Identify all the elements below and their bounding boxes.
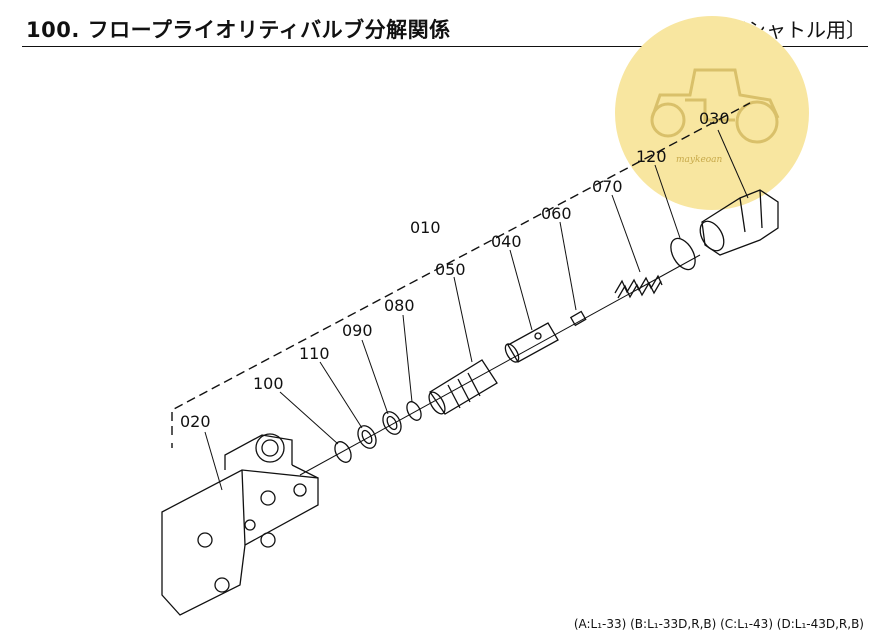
part-label-030: 030 bbox=[699, 109, 730, 128]
part-060-plug bbox=[569, 310, 587, 327]
assembly-bracket bbox=[171, 102, 751, 448]
part-label-110: 110 bbox=[299, 344, 330, 363]
part-label-120: 120 bbox=[636, 147, 667, 166]
leader-110 bbox=[319, 361, 363, 429]
part-label-040: 040 bbox=[491, 232, 522, 251]
part-100-o-ring bbox=[334, 441, 352, 463]
part-label-010: 010 bbox=[410, 218, 441, 237]
leader-020 bbox=[204, 431, 223, 491]
part-label-060: 060 bbox=[541, 204, 572, 223]
page-title: 100. フロープライオリティバルブ分解関係 bbox=[26, 18, 451, 42]
part-050-sleeve bbox=[428, 359, 498, 415]
part-label-090: 090 bbox=[342, 321, 373, 340]
header-divider bbox=[22, 46, 868, 47]
leader-080 bbox=[402, 314, 413, 403]
leader-120 bbox=[654, 164, 681, 239]
applicability-note: (A:L₁-33) (B:L₁-33D,R,B) (C:L₁-43) (D:L₁… bbox=[573, 617, 864, 631]
part-080-o-ring bbox=[406, 401, 422, 421]
leader-040 bbox=[509, 249, 533, 331]
watermark-logo: maykeoan bbox=[615, 16, 809, 210]
part-label-100: 100 bbox=[253, 374, 284, 393]
watermark-text: maykeoan bbox=[676, 155, 723, 165]
part-090-backup-ring bbox=[382, 411, 402, 435]
part-label-020: 020 bbox=[180, 412, 211, 431]
leader-070 bbox=[611, 194, 641, 273]
part-label-070: 070 bbox=[592, 177, 623, 196]
part-label-080: 080 bbox=[384, 296, 415, 315]
part-120-o-ring bbox=[670, 237, 696, 271]
part-020-valve-body bbox=[161, 433, 319, 616]
leader-030 bbox=[717, 129, 749, 199]
part-110-backup-ring bbox=[357, 425, 377, 449]
leader-050 bbox=[453, 276, 473, 363]
leader-100 bbox=[279, 391, 339, 445]
leader-060 bbox=[559, 221, 577, 311]
part-label-050: 050 bbox=[435, 260, 466, 279]
part-070-spring bbox=[614, 274, 663, 299]
part-040-spool bbox=[504, 322, 559, 363]
leader-090 bbox=[361, 339, 389, 415]
